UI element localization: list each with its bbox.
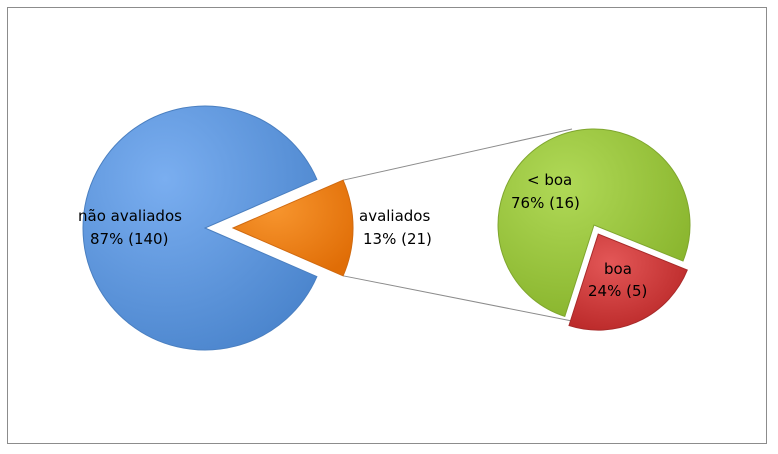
value-boa: 24% (5)	[588, 282, 647, 300]
pie-slice-menor-boa	[497, 128, 691, 318]
connector-line-bottom	[342, 275, 573, 322]
value-nao-avaliados: 87% (140)	[90, 230, 168, 248]
value-menor-boa: 76% (16)	[511, 194, 580, 212]
connector-line-top	[342, 128, 573, 181]
pie-slice-avaliados	[231, 179, 354, 277]
label-menor-boa: < boa	[527, 171, 572, 189]
pie-slice-nao-avaliados	[82, 105, 318, 351]
label-nao-avaliados: não avaliados	[78, 207, 182, 225]
label-boa: boa	[604, 260, 632, 278]
value-avaliados: 13% (21)	[363, 230, 432, 248]
label-avaliados: avaliados	[359, 207, 430, 225]
pie-slice-boa	[568, 233, 688, 331]
